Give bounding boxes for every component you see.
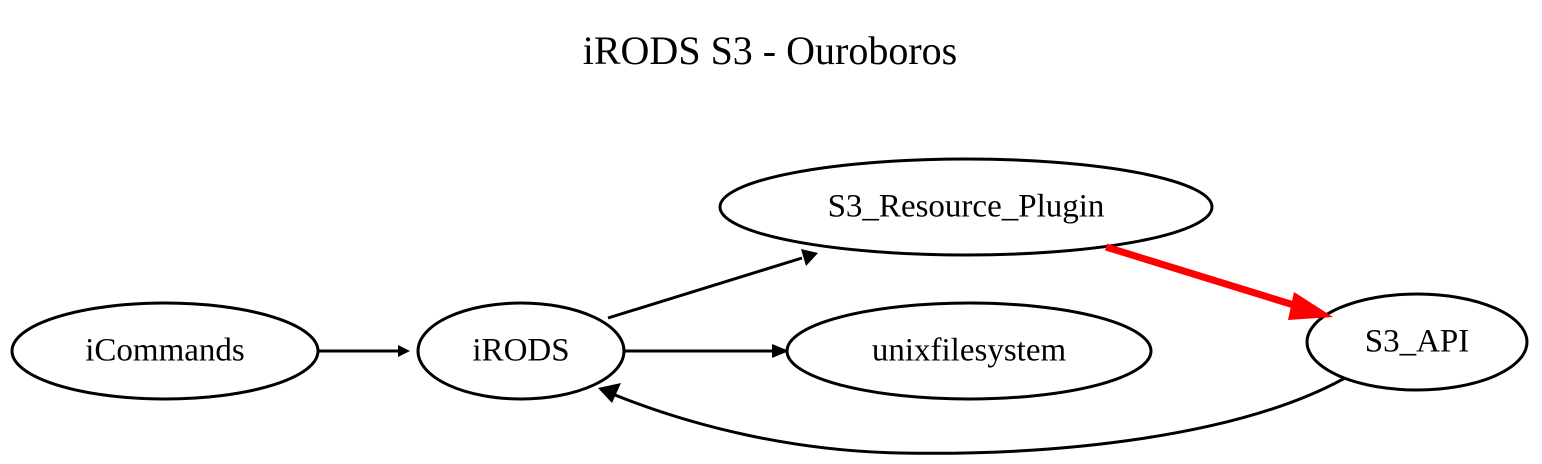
edges-group: [318, 249, 1346, 455]
edge-s3-resource-plugin-to-s3-api[interactable]: [1104, 243, 1333, 320]
node-shape: [785, 301, 1153, 401]
node-label: unixfilesystem: [872, 333, 1067, 369]
arrowhead-icon: [772, 344, 789, 358]
node-shape: [10, 301, 320, 401]
edge-line-highlighted: [1104, 243, 1299, 310]
edge-line: [614, 376, 1346, 455]
edge-irods-to-unixfilesystem[interactable]: [624, 344, 789, 358]
node-label: S3_API: [1365, 324, 1470, 360]
node-label: iCommands: [85, 333, 245, 369]
node-unixfilesystem[interactable]: unixfilesystem: [785, 301, 1153, 401]
node-s3-resource-plugin[interactable]: S3_Resource_Plugin: [718, 157, 1214, 257]
arrowhead-icon: [398, 345, 410, 357]
nodes-group: iCommands iRODS S3_Resource_Plugin unixf…: [10, 157, 1529, 401]
arrowhead-icon: [801, 249, 818, 266]
edge-line: [607, 256, 803, 320]
page-title: iRODS S3 - Ouroboros: [583, 28, 957, 73]
node-s3-api[interactable]: S3_API: [1305, 292, 1529, 392]
node-label: S3_Resource_Plugin: [828, 189, 1105, 225]
edge-irods-to-s3-resource-plugin[interactable]: [607, 249, 818, 320]
node-icommands[interactable]: iCommands: [10, 301, 320, 401]
node-shape: [1305, 292, 1529, 392]
node-label: iRODS: [472, 333, 569, 369]
arrowhead-icon: [598, 383, 621, 403]
node-irods[interactable]: iRODS: [416, 301, 626, 401]
arrowhead-icon-highlighted: [1288, 292, 1333, 320]
node-shape: [416, 301, 626, 401]
node-shape: [718, 157, 1214, 257]
edge-s3-api-to-irods[interactable]: [598, 376, 1346, 455]
edge-icommands-to-irods[interactable]: [318, 345, 410, 357]
